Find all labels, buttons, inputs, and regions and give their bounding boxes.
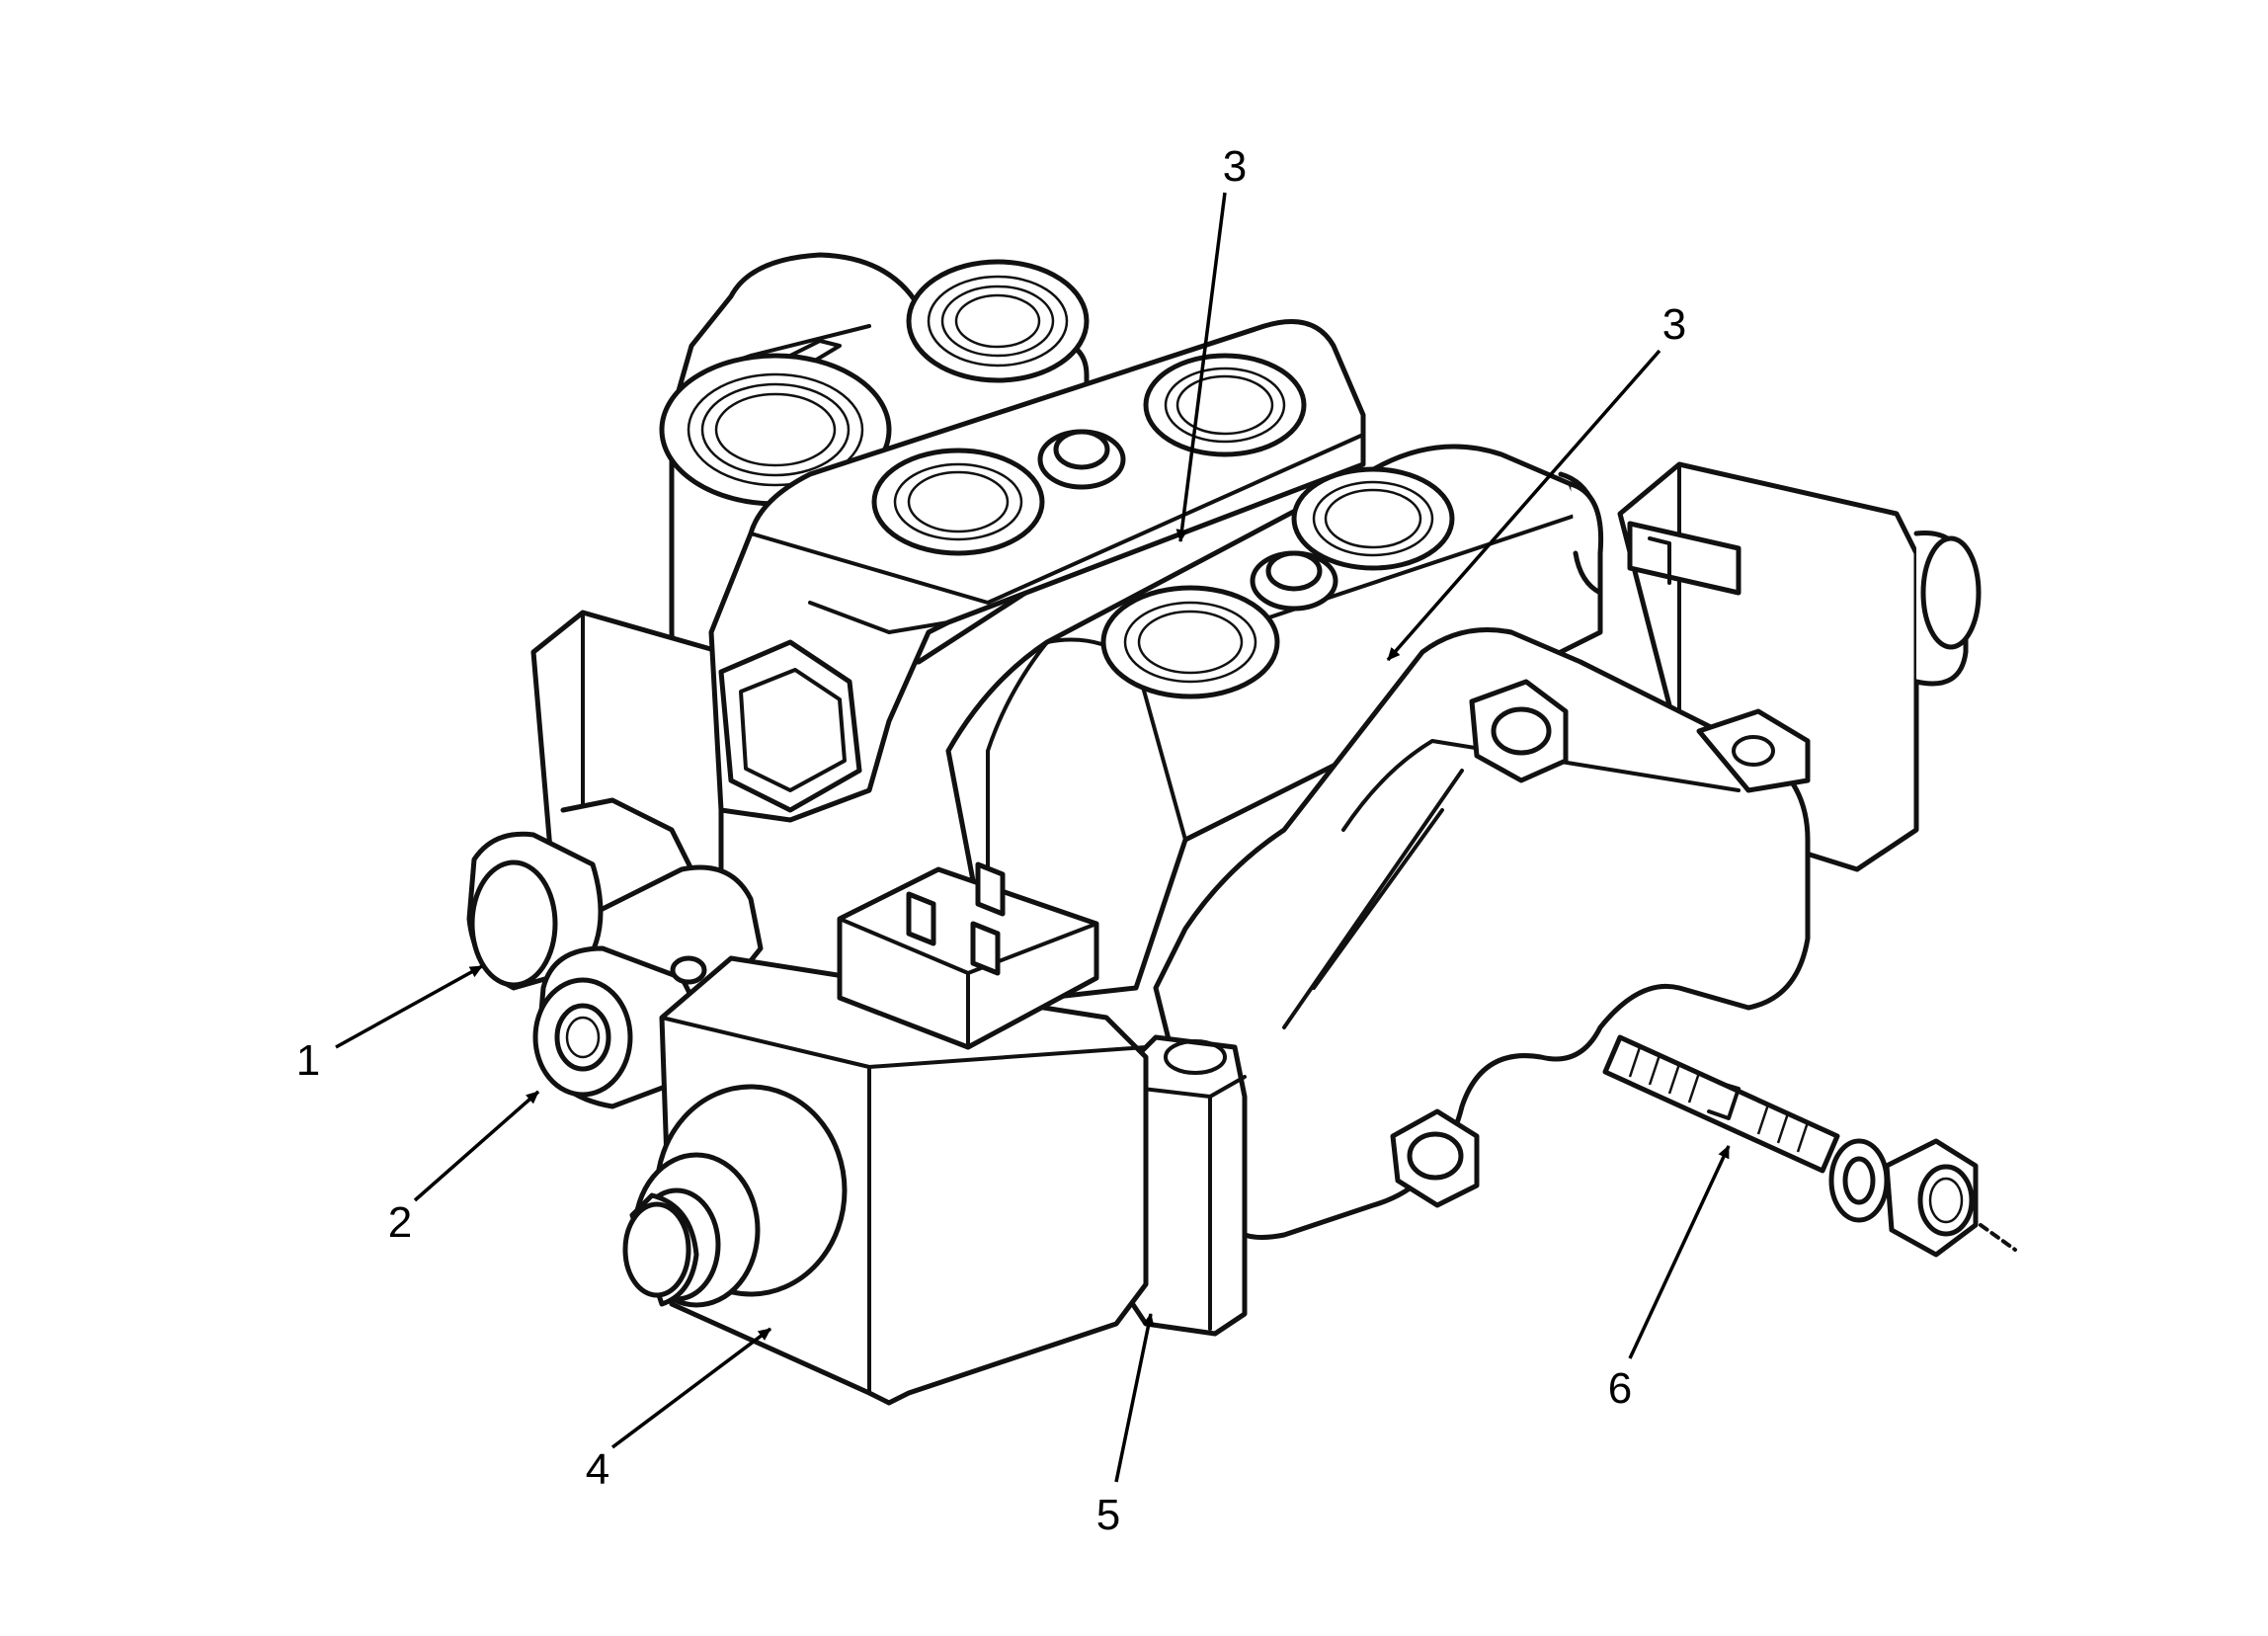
callout-6: 6 — [1608, 1364, 1632, 1413]
leader-line-3b — [1386, 349, 1661, 662]
leader-line-4 — [610, 1327, 772, 1449]
spacer-block — [1123, 1034, 1248, 1337]
leader-line-2 — [413, 1090, 540, 1202]
callout-3b: 3 — [1662, 300, 1686, 349]
front-section — [945, 444, 1604, 1001]
leader-line-6 — [1628, 1145, 1731, 1359]
callout-4: 4 — [586, 1445, 609, 1494]
plug-and-fitting — [466, 797, 764, 1109]
end-cover — [1153, 627, 1811, 1240]
callout-1: 1 — [296, 1036, 320, 1085]
callout-2: 2 — [388, 1198, 412, 1247]
callout-3a: 3 — [1223, 142, 1247, 191]
middle-section — [708, 319, 1366, 823]
callouts: 1 2 3 3 4 5 6 — [296, 142, 1686, 1539]
stud-washer-nut — [1602, 1034, 2017, 1258]
leader-line-5 — [1114, 1313, 1155, 1483]
leader-lines — [335, 192, 1731, 1483]
leader-line-1 — [335, 964, 483, 1049]
leader-line-3a — [1175, 192, 1227, 542]
front-solenoid — [622, 861, 1149, 1406]
callout-5: 5 — [1096, 1491, 1120, 1539]
